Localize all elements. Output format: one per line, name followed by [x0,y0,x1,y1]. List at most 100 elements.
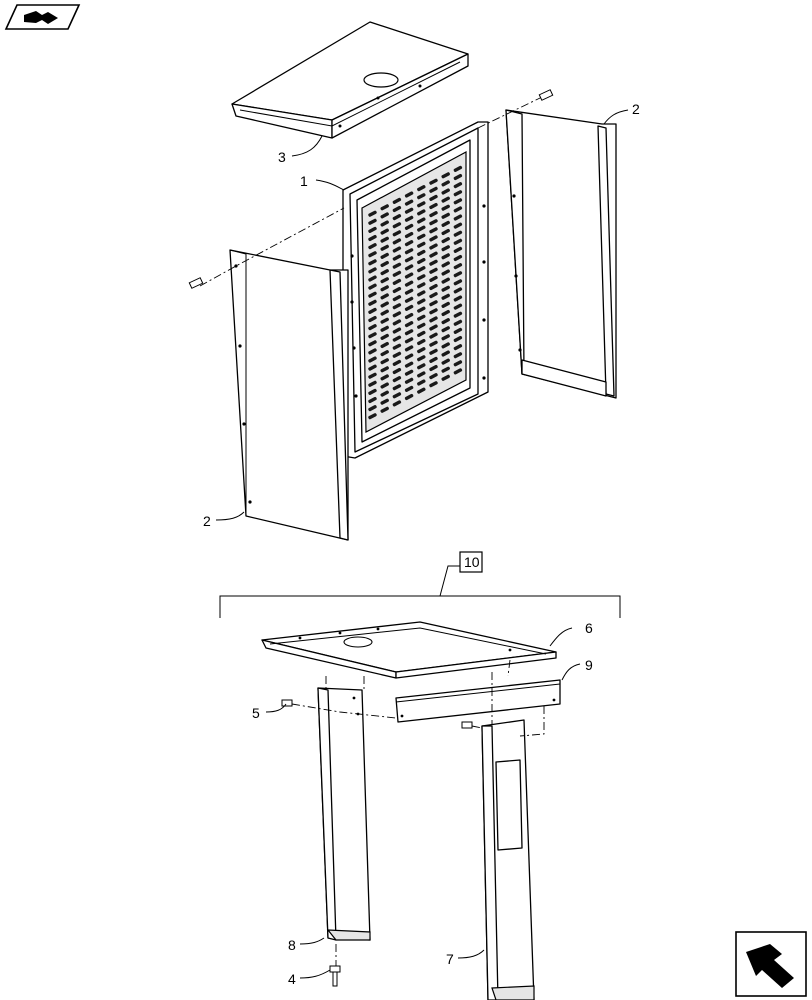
grille-slot [453,246,463,253]
grille-slot [368,315,377,323]
grille-slot [441,358,450,365]
grille-slot [441,277,450,284]
navigation-arrow-icon[interactable] [4,4,81,30]
grille-slot [417,233,426,240]
grille-slot [453,279,463,286]
grille-slot [392,400,402,407]
callout-2-left: 2 [203,513,211,529]
grille-slot [380,382,389,389]
leader-line [215,511,245,521]
grille-slot [453,344,463,351]
grille-slot [368,291,377,298]
grille-slot [441,188,450,195]
grille-slot [417,209,426,216]
grille-slot [392,367,402,375]
callout-6: 6 [585,620,593,636]
grille-slot [417,363,426,370]
grille-slot [404,191,414,198]
grille-slot [441,245,450,252]
grille-slot [392,392,402,399]
lower-top-frame [261,621,557,679]
grille-slot [441,261,450,268]
grille-slot [417,225,426,232]
grille-slot [429,364,438,372]
callout-1: 1 [300,173,308,189]
grille-slot [392,286,402,294]
grille-slot [417,249,426,256]
grille-slot [417,330,426,337]
grille-slot [392,246,402,253]
cross-bar [395,679,561,723]
grille-slot [453,230,463,237]
grille-slot [404,280,414,287]
grille-slot [453,327,463,334]
grille-slot [453,263,463,270]
screw-icon [538,89,554,101]
grille-slot [417,201,426,208]
grille-slot [404,223,414,230]
grille-slot [429,186,438,193]
grille-slot [453,206,463,213]
grille-slot [429,308,438,315]
grille-slot [380,260,389,268]
grille-slot [404,345,414,352]
grille-slot [404,207,414,214]
grille-slot [441,342,450,349]
grille-slot [392,214,402,221]
leader-line [299,937,325,945]
grille-slot [380,358,389,365]
grille-slot [453,303,463,310]
right-post [481,719,535,1000]
leader-line [265,703,287,713]
grille-slot [392,335,402,342]
grille-slot [404,361,414,368]
leader-line [291,135,323,157]
grille-slot [453,295,463,302]
bolt-icon [329,965,341,987]
grille-slot [404,321,414,328]
grille-slot [368,348,377,355]
grille-slot [404,304,414,311]
grille-slot [441,366,450,373]
grille-slot [404,369,414,376]
grille-slot [368,396,377,404]
grille-frame [342,121,489,459]
grille-slot [417,241,426,248]
grille-slot [429,219,438,226]
grille-slot [429,324,438,331]
grille-slot [368,413,377,420]
leader-line [561,663,581,681]
callout-4: 4 [288,971,296,987]
grille-slot [429,340,438,347]
grille-slot [368,356,377,363]
leader-line [603,109,629,125]
grille-slot [368,283,377,290]
grille-slot [368,324,377,331]
grille-slot [368,275,377,282]
grille-slot [380,236,389,243]
grille-slot [441,220,450,227]
grille-slot [392,295,402,302]
grille-slot [429,259,438,266]
grille-slot [441,326,450,333]
grille-slot [453,222,463,229]
grille-slot [392,384,402,391]
grille-slot [453,173,463,181]
grille-slot [368,259,377,266]
grille-slot [417,282,426,289]
grille-slot [380,333,389,340]
left-post [317,687,371,941]
grille-slot [453,287,463,294]
grille-slot [368,332,377,339]
grille-slot [453,182,463,189]
grille-slot [441,318,450,325]
grille-slot [441,334,450,341]
navigation-arrow-icon[interactable] [735,931,807,997]
grille-slot [429,275,438,282]
grille-slot [417,290,426,297]
grille-slot [368,380,377,387]
grille-slot [392,238,402,245]
grille-slot [368,372,377,379]
grille-slot [417,306,426,313]
grille-slot [404,337,414,344]
